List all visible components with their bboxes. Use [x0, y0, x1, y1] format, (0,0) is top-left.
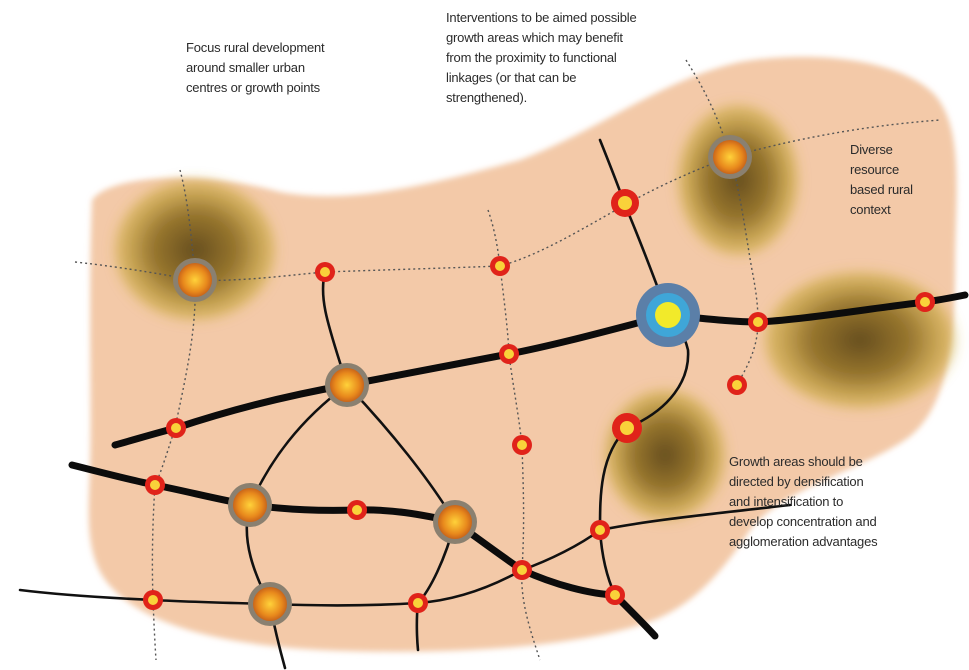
node — [499, 344, 519, 364]
node — [727, 375, 747, 395]
minor-nodes — [143, 189, 935, 613]
node — [590, 520, 610, 540]
node — [408, 593, 428, 613]
primary-centre — [636, 283, 700, 347]
node — [512, 560, 532, 580]
growth-point — [228, 483, 272, 527]
annotation-diverse-context: Diverse resource based rural context — [850, 142, 913, 217]
node — [512, 435, 532, 455]
node — [612, 413, 642, 443]
growth-area-north-east — [678, 105, 798, 255]
annotation-focus-rural-development: Focus rural development around smaller u… — [186, 40, 325, 95]
growth-point — [325, 363, 369, 407]
growth-point — [433, 500, 477, 544]
annotation-growth-areas: Growth areas should be directed by densi… — [729, 454, 878, 549]
node — [915, 292, 935, 312]
growth-point — [248, 582, 292, 626]
growth-points — [173, 135, 752, 626]
annotation-interventions: Interventions to be aimed possible growt… — [446, 10, 637, 105]
node — [605, 585, 625, 605]
node — [166, 418, 186, 438]
growth-area-south-east — [605, 390, 725, 520]
node — [611, 189, 639, 217]
growth-point — [173, 258, 217, 302]
node — [347, 500, 367, 520]
node — [145, 475, 165, 495]
growth-area-west — [115, 180, 275, 320]
growth-point — [708, 135, 752, 179]
node — [748, 312, 768, 332]
node — [143, 590, 163, 610]
node — [490, 256, 510, 276]
node — [315, 262, 335, 282]
